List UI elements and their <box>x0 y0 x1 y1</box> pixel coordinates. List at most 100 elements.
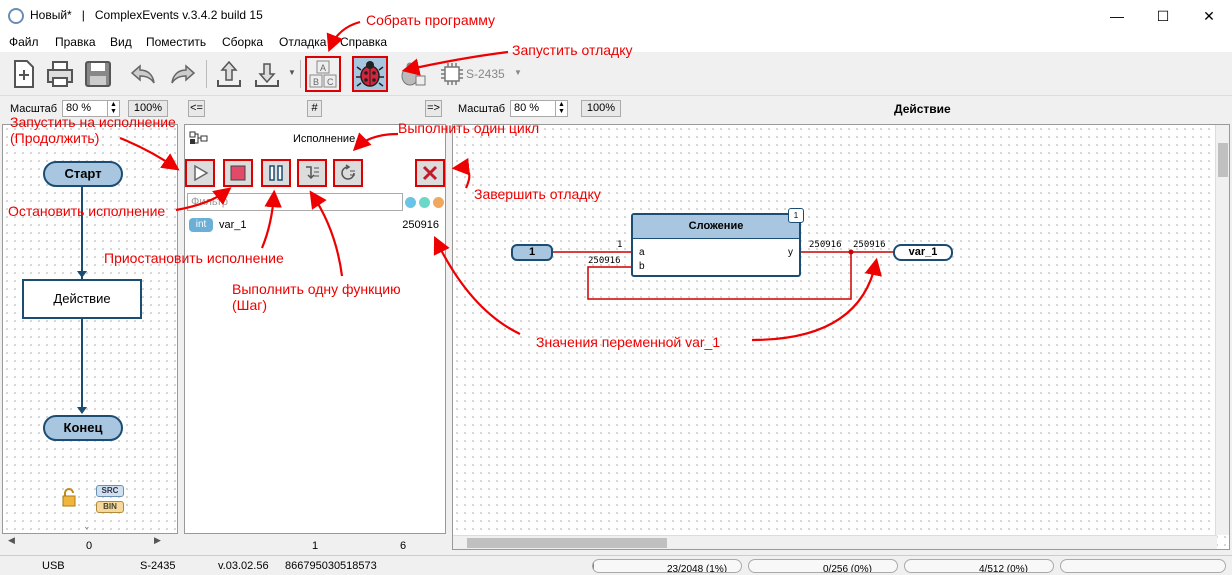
pause-button[interactable] <box>261 159 291 187</box>
step-icon <box>306 166 319 180</box>
spinner-icon[interactable]: ▲▼ <box>555 101 567 116</box>
close-icon <box>422 165 438 181</box>
upload-icon[interactable] <box>211 56 247 92</box>
save-icon[interactable] <box>80 56 116 92</box>
step-button[interactable] <box>297 159 327 187</box>
wire-y-value-2: 250916 <box>853 240 886 250</box>
undo-icon[interactable] <box>126 56 162 92</box>
menu-view[interactable]: Вид <box>110 35 132 49</box>
constant-node[interactable]: 1 <box>511 244 553 261</box>
flowchart-panel[interactable]: Старт Действие Конец SRC BIN ⌄ <box>2 124 178 534</box>
maximize-button[interactable]: ☐ <box>1156 8 1170 24</box>
flow-connector <box>81 187 83 279</box>
arrow-down-icon <box>77 271 87 278</box>
end-node[interactable]: Конец <box>43 415 123 441</box>
menu-insert[interactable]: Поместить <box>146 35 207 49</box>
redo-icon[interactable] <box>164 56 200 92</box>
memory-bar-1: 23/2048 (1%) <box>592 559 742 573</box>
expand-icon[interactable]: ⌄ <box>83 521 91 531</box>
memory-2-text: 0/256 (0%) <box>823 564 872 573</box>
annotation-run: Запустить на исполнение (Продолжить) <box>10 114 176 146</box>
play-icon <box>194 164 209 182</box>
bin-badge[interactable]: BIN <box>96 501 124 513</box>
minimize-button[interactable]: — <box>1110 8 1124 24</box>
view-title: Действие <box>894 102 951 116</box>
status-device: S-2435 <box>140 560 176 572</box>
src-badge[interactable]: SRC <box>96 485 124 497</box>
vertical-scrollbar[interactable] <box>1215 125 1229 535</box>
filter-dot-orange[interactable] <box>433 197 444 208</box>
status-bar: USB S-2435 v.03.02.56 866795030518573 23… <box>0 555 1232 575</box>
spinner-icon[interactable]: ▲▼ <box>107 101 119 116</box>
flowchart-scrollbar[interactable]: ◀ ▶ <box>2 535 178 549</box>
new-file-icon[interactable] <box>6 56 42 92</box>
add-function-block[interactable]: Сложение a b y <box>631 213 801 277</box>
stop-icon <box>230 165 246 181</box>
menu-debug[interactable]: Отладка <box>279 35 327 49</box>
block-title: Сложение <box>633 215 799 239</box>
lock-icon[interactable] <box>61 487 77 510</box>
app-icon <box>8 8 24 24</box>
nav-hash-button[interactable]: # <box>307 100 322 117</box>
port-y-label: y <box>788 247 793 258</box>
filter-dot-teal[interactable] <box>419 197 430 208</box>
zoom-input-left[interactable]: 80 % ▲▼ <box>62 100 120 117</box>
zoom-label-right: Масштаб <box>458 103 506 115</box>
menu-edit[interactable]: Правка <box>55 35 96 49</box>
close-window-button[interactable]: ✕ <box>1203 8 1215 24</box>
memory-bar-3: 4/512 (0%) <box>904 559 1054 573</box>
execution-status: Исполнение. <box>293 133 359 145</box>
download-icon[interactable] <box>249 56 285 92</box>
variable-value: 250916 <box>402 219 439 231</box>
firmware-version: v.03.02.56 <box>218 560 269 572</box>
menu-help[interactable]: Справка <box>340 35 388 49</box>
zoom-reset-left-button[interactable]: 100% <box>128 100 168 117</box>
function-diagram-canvas[interactable]: 1 Сложение a b y 1 1 250916 250916 25091… <box>452 124 1230 550</box>
debug-start-icon[interactable] <box>352 56 388 92</box>
print-icon[interactable] <box>42 56 78 92</box>
device-selector[interactable]: S-2435 <box>466 67 505 81</box>
action-node[interactable]: Действие <box>22 279 142 319</box>
filter-dot-blue[interactable] <box>405 197 416 208</box>
memory-3-text: 4/512 (0%) <box>979 564 1028 573</box>
filter-input[interactable]: Фильтр <box>187 193 403 211</box>
annotation-step: Выполнить одну функцию (Шаг) <box>232 281 401 313</box>
scroll-thumb[interactable] <box>467 538 667 548</box>
chevron-down-icon[interactable]: ▼ <box>288 68 296 77</box>
run-button[interactable] <box>185 159 215 187</box>
memory-fill <box>593 560 595 572</box>
one-cycle-button[interactable] <box>333 159 363 187</box>
menu-file[interactable]: Файл <box>9 35 39 49</box>
doc-name: Новый* <box>30 8 72 22</box>
flow-footer-value: 0 <box>86 540 93 552</box>
zoom-input-right[interactable]: 80 % ▲▼ <box>510 100 568 117</box>
chip-icon[interactable] <box>434 56 470 92</box>
start-node[interactable]: Старт <box>43 161 123 187</box>
finish-debug-button[interactable] <box>415 159 445 187</box>
memory-bar-4 <box>1060 559 1226 573</box>
stop-button[interactable] <box>223 159 253 187</box>
nav-right-button[interactable]: => <box>425 100 442 117</box>
zoom-reset-right-button[interactable]: 100% <box>581 100 621 117</box>
debug-footer-right: 6 <box>400 540 407 552</box>
title-bar: Новый* | ComplexEvents v.3.4.2 build 15 … <box>0 0 1232 32</box>
zoom-bar: Масштаб 80 % ▲▼ 100% <= # => Масштаб 80 … <box>0 96 1232 122</box>
app-name: ComplexEvents v.3.4.2 build 15 <box>94 8 263 22</box>
annotation-start-debug: Запустить отладку <box>512 42 633 58</box>
scroll-thumb[interactable] <box>1218 143 1228 177</box>
zoom-value-right: 80 % <box>514 102 540 114</box>
wire-a-value: 1 <box>617 240 623 250</box>
nav-left-button[interactable]: <= <box>188 100 205 117</box>
menu-build[interactable]: Сборка <box>222 35 264 49</box>
variable-row[interactable]: int var_1 250916 <box>187 217 443 235</box>
horizontal-scrollbar[interactable] <box>453 535 1217 549</box>
toolbar-separator <box>206 60 207 88</box>
variable-name: var_1 <box>219 219 247 231</box>
annotation-values: Значения переменной var_1 <box>536 334 721 350</box>
wire-junction <box>848 249 854 255</box>
debug-device-icon[interactable] <box>394 56 430 92</box>
chevron-down-icon[interactable]: ▼ <box>514 68 522 77</box>
output-variable-node[interactable]: var_1 <box>893 244 953 261</box>
